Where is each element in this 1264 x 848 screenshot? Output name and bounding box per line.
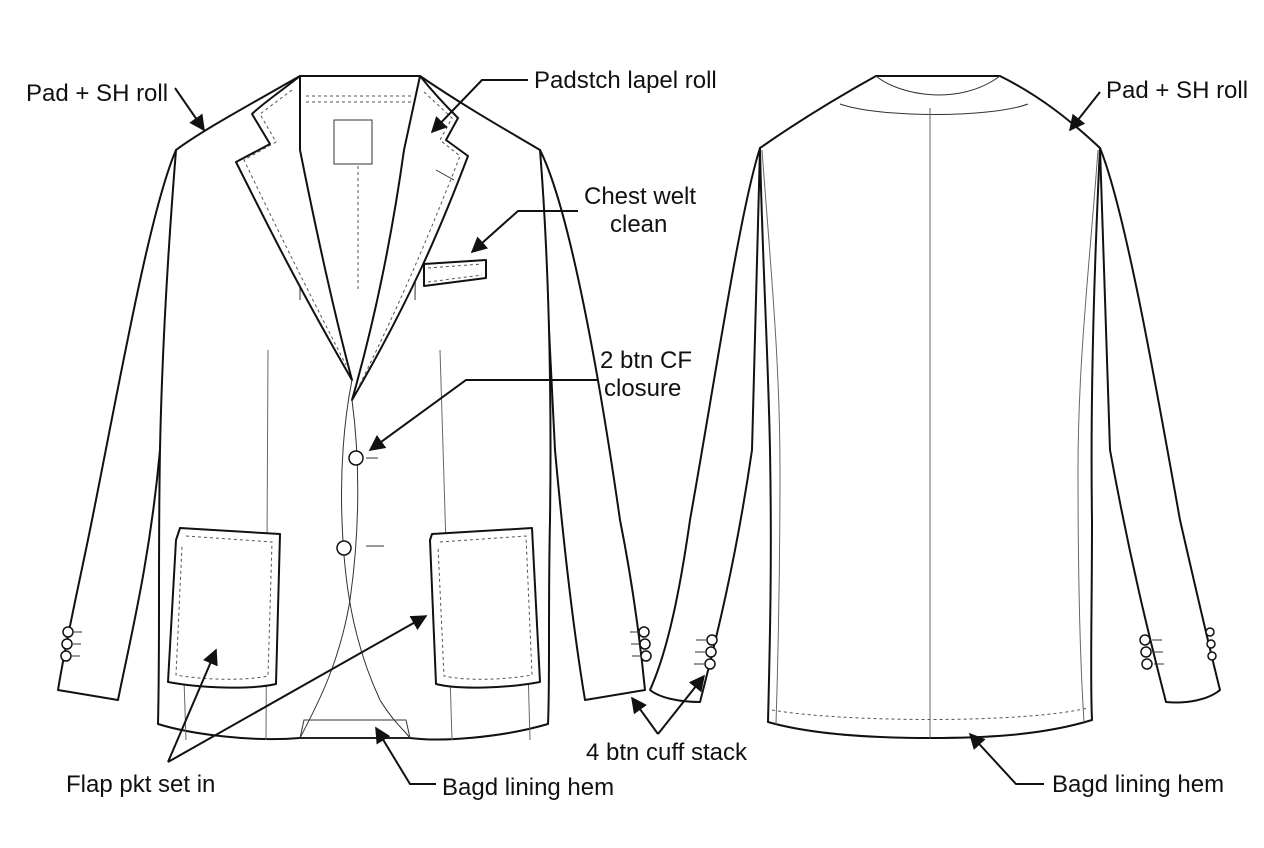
front-neck-label [333,119,373,165]
back-view [649,75,1221,739]
front-right-lapel [351,75,469,401]
leader-flap-right [167,615,428,763]
back-right-sleeve [1099,147,1221,704]
back-right-cuff-buttons [1139,627,1217,670]
label-lapel: Padstch lapel roll [534,67,717,94]
label-chest-welt-2: clean [610,211,667,238]
label-closure-1: 2 btn CF [600,347,692,374]
back-right-seam [1077,149,1099,723]
back-hem-stitch [771,707,1089,720]
leader-back-lining [968,732,1044,785]
back-collar [839,75,1029,115]
label-back-shoulder: Pad + SH roll [1106,77,1248,104]
annotation-labels: Pad + SH roll Padstch lapel roll Chest w… [26,67,1248,801]
front-left-cuff-buttons [60,626,82,662]
leader-lapel [430,79,528,134]
leader-front-shoulder [174,87,205,132]
back-left-seam [761,149,781,725]
front-right-cuff-buttons [630,626,652,662]
front-left-lapel [235,75,353,381]
label-closure-2: closure [604,375,681,402]
leader-cuff-right [657,674,705,735]
right-pocket [429,527,541,689]
front-neck-label-stitch [306,95,414,103]
label-back-lining: Bagd lining hem [1052,771,1224,798]
leader-back-shoulder [1069,91,1101,132]
back-left-sleeve [649,147,761,703]
chest-welt-pocket [423,259,487,287]
leader-front-lining [375,726,436,785]
closure-button-bottom [336,540,384,556]
leader-closure [368,379,598,451]
closure-button-top [348,450,378,466]
leader-lines [167,79,1101,785]
left-pocket-stitch [175,535,273,680]
leader-flap-left [167,648,218,763]
back-left-cuff-buttons [694,634,718,670]
label-flap-pocket: Flap pkt set in [66,771,215,798]
front-right-sleeve [539,149,646,701]
leader-chest-welt [470,210,578,254]
left-pocket [167,527,281,689]
front-left-sleeve [57,149,177,701]
front-edge [340,379,411,739]
leader-cuff-left [631,696,659,735]
label-chest-welt-1: Chest welt [584,183,696,210]
front-view [57,75,652,741]
label-cuff: 4 btn cuff stack [586,739,748,766]
lapel-buttonhole [435,169,455,181]
front-lining-hem [299,719,411,739]
front-left-lapel-stitch [243,89,347,366]
label-front-shoulder: Pad + SH roll [26,80,168,107]
label-front-lining: Bagd lining hem [442,774,614,801]
